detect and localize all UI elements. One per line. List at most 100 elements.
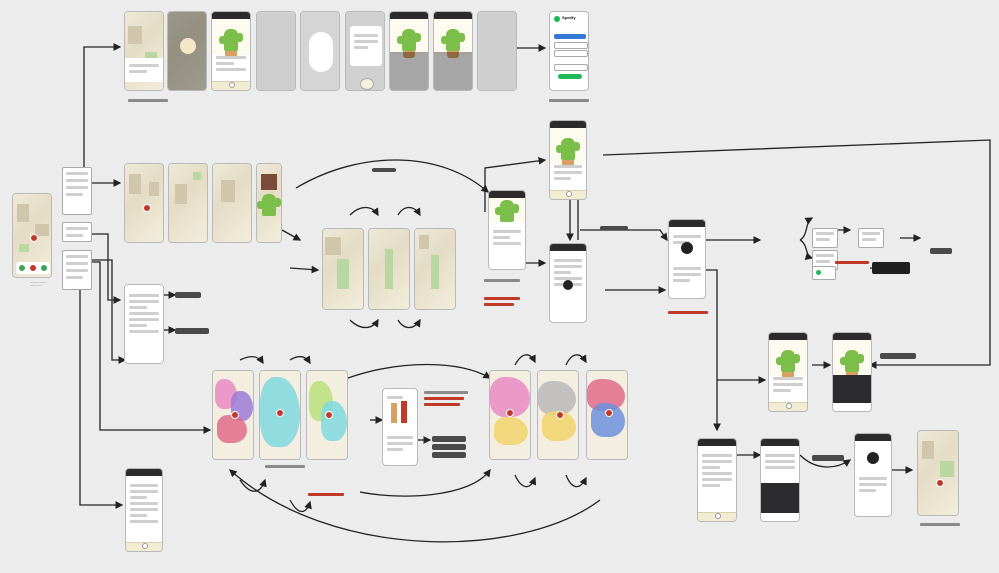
mid-map-screen-2[interactable] bbox=[168, 163, 208, 243]
figure-icon-2 bbox=[401, 401, 407, 423]
cactus-icon bbox=[495, 200, 519, 222]
annotation-block-12 bbox=[549, 99, 589, 102]
leaderboard-screen[interactable] bbox=[382, 388, 418, 466]
top-flow-screen-8[interactable] bbox=[433, 11, 473, 91]
zone-map-screen-1[interactable] bbox=[212, 370, 254, 460]
player-screen-e[interactable] bbox=[854, 433, 892, 517]
zone-map-screen-2[interactable] bbox=[259, 370, 301, 460]
annotation-block-1 bbox=[424, 391, 468, 394]
zone-map-screen-3[interactable] bbox=[306, 370, 348, 460]
action-buttons-panel bbox=[16, 262, 50, 274]
annotation-block-13 bbox=[128, 99, 168, 102]
player-screen-b[interactable] bbox=[549, 120, 587, 200]
ar-screen-2[interactable] bbox=[368, 228, 410, 310]
top-flow-screen-9[interactable] bbox=[477, 11, 517, 91]
ar-screen-3[interactable] bbox=[414, 228, 456, 310]
profile-screen-a[interactable] bbox=[768, 332, 808, 412]
cactus-icon bbox=[180, 38, 196, 54]
spotify-login-screen[interactable]: Spotify bbox=[549, 11, 589, 91]
green-button-icon-2[interactable] bbox=[41, 265, 47, 271]
keyboard-icon[interactable] bbox=[761, 483, 799, 513]
player-screen-d[interactable] bbox=[668, 219, 706, 299]
top-flow-screen-7[interactable] bbox=[389, 11, 429, 91]
mid-map-screen-3[interactable] bbox=[212, 163, 252, 243]
annotation-block-5 bbox=[484, 297, 520, 300]
play-icon[interactable] bbox=[867, 452, 879, 464]
checklist-screen[interactable] bbox=[124, 284, 164, 364]
keyboard-icon[interactable] bbox=[833, 374, 871, 403]
list-screen-b[interactable] bbox=[760, 438, 800, 522]
zone-map-screen-6[interactable] bbox=[586, 370, 628, 460]
zone-map-screen-5[interactable] bbox=[537, 370, 579, 460]
play-icon[interactable] bbox=[681, 242, 693, 254]
annotation-block-11 bbox=[920, 523, 960, 526]
dialog-panel-3 bbox=[812, 266, 836, 280]
annotation-block-2 bbox=[424, 397, 464, 400]
map-pin-icon bbox=[936, 479, 944, 487]
zone-map-screen-4[interactable] bbox=[489, 370, 531, 460]
label-tag-6 bbox=[432, 452, 466, 458]
dialog-panel-4 bbox=[858, 228, 884, 248]
annotation-block-6 bbox=[484, 303, 514, 306]
list-screen-a[interactable] bbox=[697, 438, 737, 522]
map-pin-icon bbox=[506, 409, 514, 417]
annotation-block-7 bbox=[308, 493, 344, 496]
login-button[interactable] bbox=[558, 74, 582, 79]
spotify-logo-icon bbox=[554, 16, 560, 22]
cactus-icon bbox=[556, 138, 580, 160]
cactus-icon bbox=[219, 29, 243, 51]
map-pin-icon bbox=[30, 234, 38, 242]
top-flow-screen-1[interactable] bbox=[124, 11, 164, 91]
top-flow-screen-3[interactable] bbox=[211, 11, 251, 91]
dialog-panel-1 bbox=[812, 228, 838, 248]
settings-screen[interactable] bbox=[125, 468, 163, 552]
top-flow-screen-4[interactable] bbox=[256, 11, 296, 91]
mid-map-screen-4[interactable] bbox=[256, 163, 282, 243]
popover-card bbox=[309, 32, 333, 72]
green-button-icon[interactable] bbox=[19, 265, 25, 271]
annotation-block-3 bbox=[424, 403, 460, 406]
profile-screen-b[interactable] bbox=[832, 332, 872, 412]
map-pin-icon bbox=[556, 411, 564, 419]
ar-screen-1[interactable] bbox=[322, 228, 364, 310]
spotify-logo-icon bbox=[816, 270, 821, 275]
map-pin-icon bbox=[276, 409, 284, 417]
start-map-screen[interactable] bbox=[12, 193, 52, 278]
annotation-block-8 bbox=[265, 465, 305, 468]
red-button-icon[interactable] bbox=[30, 265, 36, 271]
cactus-icon bbox=[441, 29, 465, 51]
map-pin-icon bbox=[325, 411, 333, 419]
annotation-block-4 bbox=[484, 279, 520, 282]
label-tag-8 bbox=[175, 328, 209, 334]
play-icon[interactable] bbox=[563, 280, 573, 290]
label-tag-9 bbox=[372, 168, 396, 172]
figure-icon bbox=[391, 403, 397, 423]
label-tag-3 bbox=[812, 455, 844, 461]
label-tag-7 bbox=[175, 292, 201, 298]
label-tag-5 bbox=[432, 444, 466, 450]
spotify-brand-label: Spotify bbox=[562, 15, 576, 20]
annotation-block-9 bbox=[835, 261, 869, 264]
decision-box-3 bbox=[62, 250, 92, 290]
label-tag-1 bbox=[930, 248, 952, 254]
cactus-icon bbox=[397, 29, 421, 51]
terminal-panel bbox=[872, 262, 910, 274]
top-flow-screen-6[interactable] bbox=[345, 11, 385, 91]
top-flow-screen-5[interactable] bbox=[300, 11, 340, 91]
map-pin-icon bbox=[231, 411, 239, 419]
final-map-screen[interactable] bbox=[917, 430, 959, 516]
label-tag-10 bbox=[600, 226, 628, 230]
map-pin-icon bbox=[143, 204, 151, 212]
player-screen-c[interactable] bbox=[549, 243, 587, 323]
map-pin-icon bbox=[605, 409, 613, 417]
play-icon[interactable] bbox=[360, 78, 374, 90]
mid-map-screen-1[interactable] bbox=[124, 163, 164, 243]
start-note: ────── ──────── ─── bbox=[30, 282, 47, 287]
label-tag-4 bbox=[432, 436, 466, 442]
cactus-icon bbox=[840, 350, 864, 372]
label-tag-2 bbox=[880, 353, 916, 359]
player-screen-a[interactable] bbox=[488, 190, 526, 270]
top-flow-screen-2[interactable] bbox=[167, 11, 207, 91]
